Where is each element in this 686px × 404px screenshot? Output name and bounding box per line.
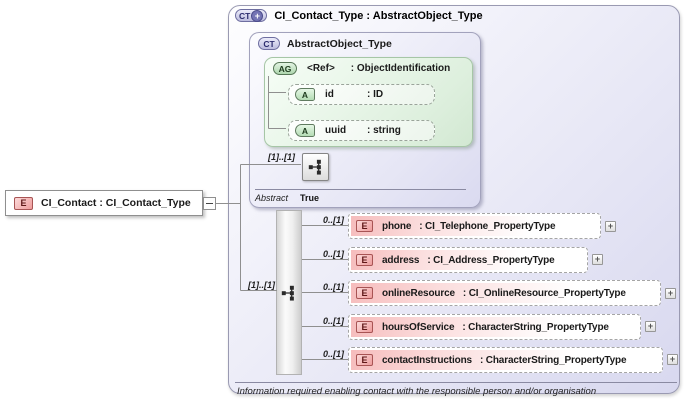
element-badge: E [14, 196, 33, 210]
expand-button-contactinstructions[interactable]: + [667, 354, 678, 365]
divider [235, 382, 677, 383]
element-row: E onlineResource : CI_OnlineResource_Pro… [351, 283, 658, 303]
element-address[interactable]: E address : CI_Address_PropertyType [348, 247, 588, 273]
base-type-title: AbstractObject_Type [287, 37, 392, 50]
base-type-badge: CT [258, 37, 280, 50]
element-badge: E [356, 220, 373, 232]
element-name: hoursOfService [382, 321, 455, 333]
element-badge: E [356, 354, 373, 366]
plus-icon: + [251, 9, 264, 22]
ct-badge-label: CT [239, 10, 251, 21]
attribute-group-header: AG <Ref> : ObjectIdentification [273, 62, 450, 75]
element-label: CI_Contact : CI_Contact_Type [41, 197, 191, 209]
attribute-uuid[interactable]: A uuid : string [288, 120, 435, 141]
sequence-bar [276, 210, 302, 375]
element-type: : CharacterString_PropertyType [462, 321, 609, 333]
attribute-group-box[interactable]: AG <Ref> : ObjectIdentification A id : I… [264, 57, 473, 147]
element-phone[interactable]: E phone : CI_Telephone_PropertyType [348, 213, 601, 239]
element-type: : CI_Telephone_PropertyType [419, 220, 556, 232]
attribute-badge: A [295, 124, 315, 137]
attribute-group-type: : ObjectIdentification [350, 63, 451, 74]
attribute-name: uuid [325, 125, 347, 136]
attribute-name: id [325, 89, 334, 100]
expand-button-onlineresource[interactable]: + [665, 288, 676, 299]
cardinality-label: 0..[1] [323, 282, 345, 292]
attribute-group-badge: AG [273, 62, 297, 75]
complex-type-container: CT + CI_Contact_Type : AbstractObject_Ty… [228, 5, 680, 397]
attribute-group-name: <Ref> [307, 63, 335, 74]
complex-type-badge: CT + [235, 9, 268, 22]
element-name: phone [382, 220, 412, 232]
attribute-type: : string [367, 125, 401, 136]
element-row: E contactInstructions : CharacterString_… [351, 350, 660, 370]
element-badge: E [356, 254, 373, 266]
abstract-property-value: True [300, 193, 320, 203]
element-row: E hoursOfService : CharacterString_Prope… [351, 317, 638, 337]
expand-button-hoursofservice[interactable]: + [645, 321, 656, 332]
element-name: contactInstructions [382, 354, 472, 366]
element-contactinstructions[interactable]: E contactInstructions : CharacterString_… [348, 347, 663, 373]
complex-type-header: CT + CI_Contact_Type : AbstractObject_Ty… [235, 9, 483, 22]
base-type-box: CT AbstractObject_Type AG <Ref> : Object… [249, 32, 481, 208]
minus-icon [206, 203, 213, 204]
sequence-icon[interactable] [280, 284, 298, 302]
element-name: address [382, 254, 420, 266]
element-badge: E [356, 321, 373, 333]
collapse-button[interactable] [203, 197, 216, 210]
element-type: : CharacterString_PropertyType [479, 354, 627, 366]
expand-button-phone[interactable]: + [605, 221, 616, 232]
element-type: : CI_Address_PropertyType [427, 254, 555, 266]
cardinality-label: 0..[1] [323, 249, 345, 259]
element-hoursofservice[interactable]: E hoursOfService : CharacterString_Prope… [348, 314, 641, 340]
cardinality-label: [1]..[1] [248, 280, 275, 290]
cardinality-label: [1]..[1] [268, 152, 295, 162]
cardinality-label: 0..[1] [323, 316, 345, 326]
element-ci-contact[interactable]: E CI_Contact : CI_Contact_Type [5, 190, 203, 216]
cardinality-label: 0..[1] [323, 215, 345, 225]
attribute-badge: A [295, 88, 315, 101]
element-onlineresource[interactable]: E onlineResource : CI_OnlineResource_Pro… [348, 280, 661, 306]
attribute-id[interactable]: A id : ID [288, 84, 435, 105]
element-row: E address : CI_Address_PropertyType [351, 250, 585, 270]
abstract-property-label: Abstract [255, 193, 289, 203]
cardinality-label: 0..[1] [323, 349, 345, 359]
complex-type-title: CI_Contact_Type : AbstractObject_Type [274, 9, 483, 22]
attribute-type: : ID [367, 89, 384, 100]
annotation-text: Information required enabling contact wi… [237, 386, 597, 397]
sequence-icon[interactable] [302, 153, 329, 181]
expand-button-address[interactable]: + [592, 254, 603, 265]
divider [255, 189, 466, 190]
element-type: : CI_OnlineResource_PropertyType [462, 287, 626, 299]
element-name: onlineResource [382, 287, 455, 299]
base-type-header: CT AbstractObject_Type [258, 37, 392, 50]
element-row: E phone : CI_Telephone_PropertyType [351, 216, 598, 236]
element-badge: E [356, 287, 373, 299]
